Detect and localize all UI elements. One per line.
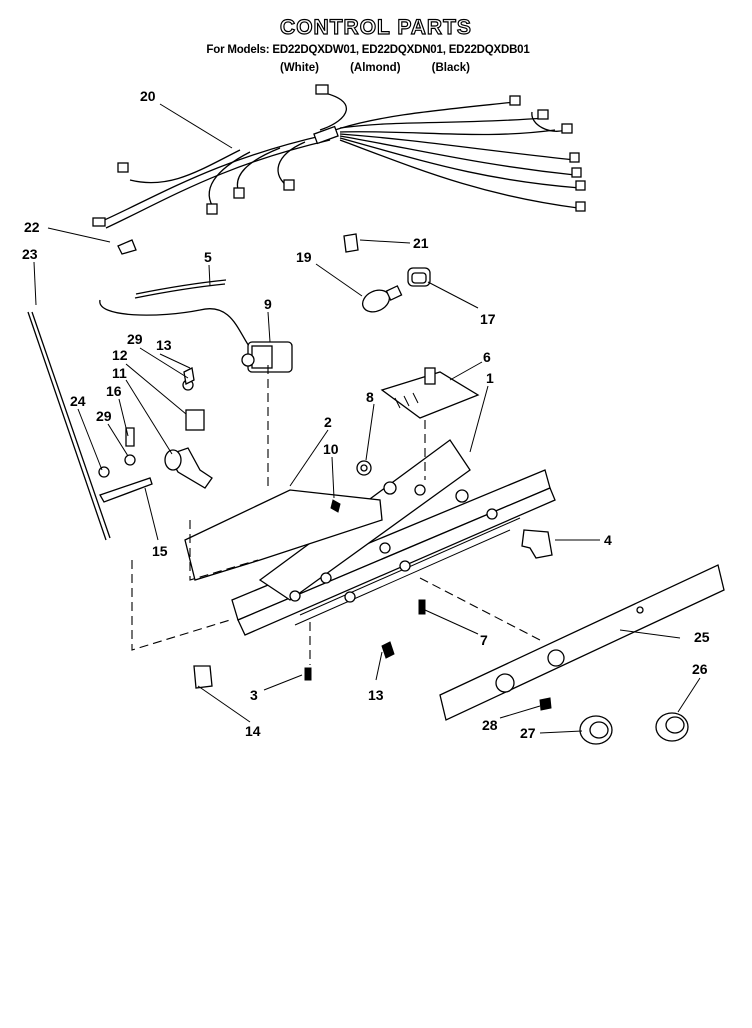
- callout-27: 27: [520, 725, 536, 741]
- callout-19: 19: [296, 249, 312, 265]
- wire-retainer: [193, 665, 213, 689]
- callout-1: 1: [486, 370, 494, 386]
- callout-2: 2: [324, 414, 332, 430]
- model-numbers: For Models: ED22DQXDW01, ED22DQXDN01, ED…: [206, 44, 530, 56]
- callout-14: 14: [245, 723, 261, 739]
- wire-harness: [92, 84, 586, 229]
- variant-black: (Black): [431, 62, 470, 74]
- callout-16: 16: [106, 383, 122, 399]
- control-knob-27: [579, 715, 613, 745]
- callout-10: 10: [323, 441, 339, 457]
- callout-20: 20: [140, 88, 156, 104]
- sensor-tube: [99, 279, 263, 359]
- callout-8: 8: [366, 389, 374, 405]
- callout-17: 17: [480, 311, 496, 327]
- callout-29-lower: 29: [96, 408, 112, 424]
- callout-13-upper: 13: [156, 337, 172, 353]
- callout-22: 22: [24, 219, 40, 235]
- callout-13-lower: 13: [368, 687, 384, 703]
- light-grommet: [356, 460, 372, 476]
- wire-clip: [117, 239, 137, 255]
- color-variants: (White) (Almond) (Black): [280, 62, 470, 74]
- screw-3: [304, 667, 312, 681]
- callout-4: 4: [604, 532, 612, 548]
- callout-23: 23: [22, 246, 38, 262]
- callout-6: 6: [483, 349, 491, 365]
- control-board: [380, 367, 480, 419]
- variant-almond: (Almond): [350, 62, 401, 74]
- callout-24: 24: [70, 393, 86, 409]
- screw-13: [381, 641, 395, 659]
- callout-25: 25: [694, 629, 710, 645]
- callout-29-upper: 29: [127, 331, 143, 347]
- side-bracket: [521, 529, 553, 559]
- callout-28: 28: [482, 717, 498, 733]
- callout-5: 5: [204, 249, 212, 265]
- control-knob-26: [655, 712, 689, 742]
- control-panel: [439, 564, 725, 721]
- mounting-bracket: [184, 489, 383, 581]
- damper-rod: [27, 311, 107, 541]
- defrost-control-hardware: [164, 367, 213, 489]
- callout-11: 11: [112, 365, 127, 381]
- damper-bracket: [98, 427, 153, 503]
- screw-7: [418, 599, 426, 615]
- lamp-socket: [407, 267, 431, 287]
- knob-pointer: [539, 697, 552, 711]
- callout-7: 7: [480, 632, 488, 648]
- callout-3: 3: [250, 687, 258, 703]
- variant-white: (White): [280, 62, 319, 74]
- callout-12: 12: [112, 347, 128, 363]
- thermostat: [241, 341, 293, 373]
- callout-21: 21: [413, 235, 429, 251]
- diagram-title: CONTROL PARTS: [279, 15, 472, 39]
- callout-9: 9: [264, 296, 272, 312]
- callout-26: 26: [692, 661, 708, 677]
- callout-15: 15: [152, 543, 168, 559]
- socket-clip: [343, 233, 359, 253]
- light-bulb: [361, 285, 403, 313]
- screw-10: [330, 499, 341, 513]
